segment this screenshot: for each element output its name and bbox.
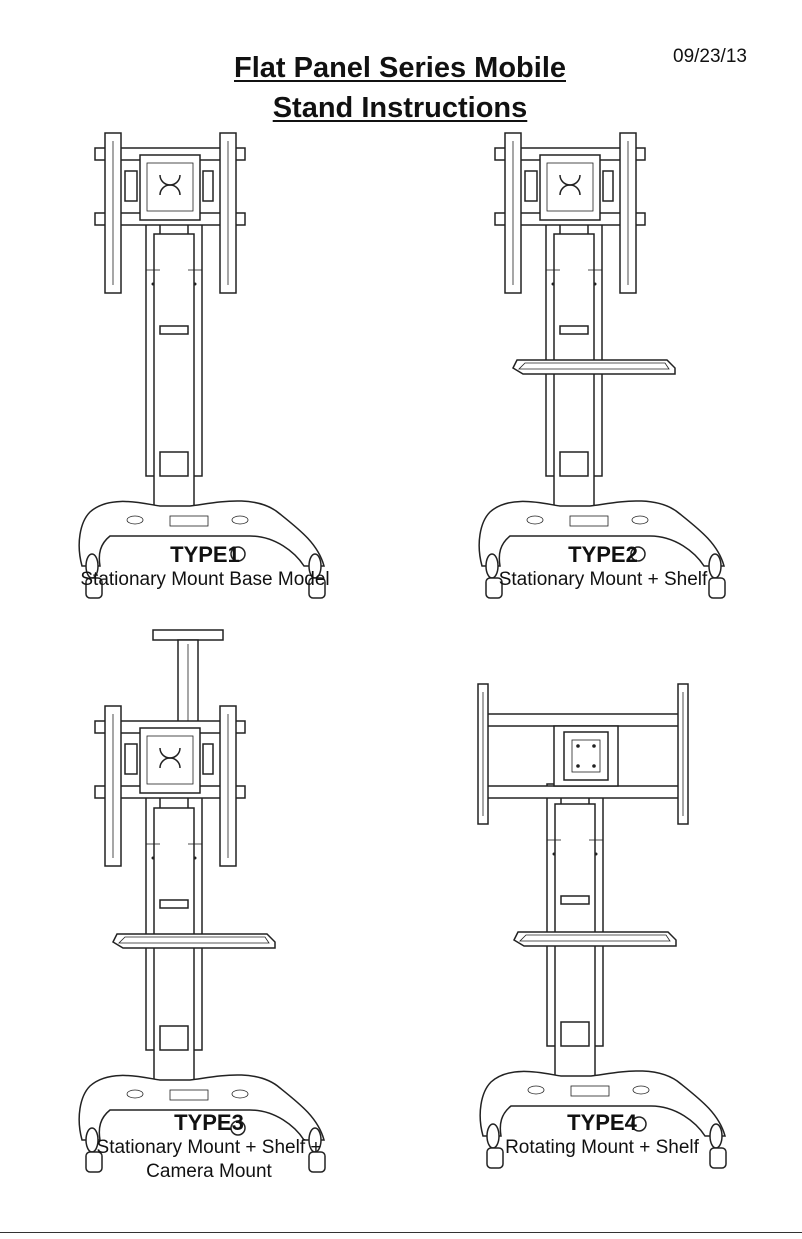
title-line-1: Flat Panel Series Mobile — [234, 52, 566, 84]
type2-label: TYPE2 Stationary Mount + Shelf — [438, 542, 768, 592]
type3-label: TYPE3 Stationary Mount + Shelf + Camera … — [44, 1110, 374, 1184]
camera-mount-plate — [152, 629, 224, 641]
type3-desc-line1: Stationary Mount + Shelf + — [96, 1137, 322, 1158]
type3-desc-line2: Camera Mount — [146, 1161, 272, 1182]
type4-desc-line1: Rotating Mount + Shelf — [505, 1137, 699, 1158]
type1-stand-illustration — [78, 132, 326, 599]
title-line-2: Stand Instructions — [272, 92, 528, 124]
type4-name: TYPE4 — [567, 1110, 637, 1135]
type1-desc-line1: Stationary Mount Base Model — [80, 569, 330, 590]
type3-stand-illustration — [78, 629, 326, 1173]
type2-name: TYPE2 — [568, 542, 638, 567]
type3-name: TYPE3 — [174, 1110, 244, 1135]
page-title: Flat Panel Series Mobile Stand Instructi… — [150, 48, 650, 128]
footer-divider — [0, 1232, 802, 1233]
type2-desc-line1: Stationary Mount + Shelf — [498, 569, 708, 590]
type4-label: TYPE4 Rotating Mount + Shelf — [437, 1110, 767, 1160]
document-date: 09/23/13 — [673, 46, 747, 67]
type2-stand-illustration — [478, 132, 726, 599]
type4-stand-illustration — [477, 683, 727, 1169]
type1-name: TYPE1 — [170, 542, 240, 567]
type1-label: TYPE1 Stationary Mount Base Model — [40, 542, 370, 592]
